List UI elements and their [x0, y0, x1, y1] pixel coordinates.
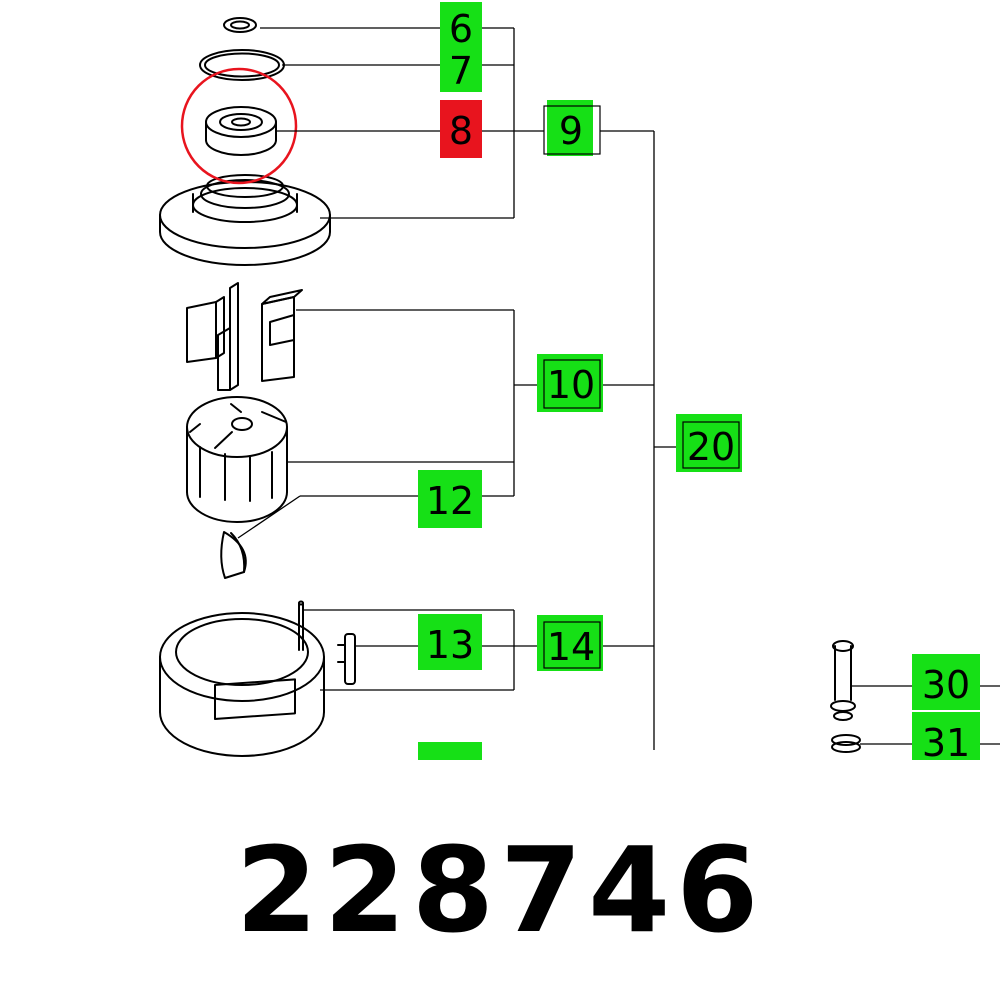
part-number-label: 228746 [235, 821, 765, 959]
small-fitting-drawing [337, 633, 356, 685]
spring-washer-drawing [831, 734, 861, 753]
callout-label-31: 31 [912, 712, 980, 760]
highlight-circle [180, 67, 298, 185]
callout-label-13: 13 [418, 614, 482, 670]
ball-bearing-drawing [205, 106, 277, 156]
svg-text:30: 30 [922, 663, 970, 707]
callout-label-8: 8 [440, 100, 482, 158]
svg-text:13: 13 [426, 623, 474, 667]
woodruff-key-drawing [220, 531, 247, 579]
callout-label-6: 6 [440, 2, 482, 51]
exploded-parts-diagram: 6 7 8 9 10 12 13 14 20 30 31 [159, 2, 1000, 760]
svg-text:12: 12 [426, 479, 474, 523]
svg-text:31: 31 [922, 721, 970, 760]
callout-label-7: 7 [440, 44, 482, 93]
callout-label-10: 10 [537, 354, 603, 412]
retaining-clip-drawing [223, 17, 257, 33]
svg-text:9: 9 [559, 109, 583, 153]
svg-text:8: 8 [449, 109, 473, 153]
svg-text:7: 7 [449, 49, 473, 93]
callout-label-30: 30 [912, 654, 980, 710]
callout-label-12: 12 [418, 470, 482, 528]
svg-text:14: 14 [547, 625, 595, 669]
svg-text:6: 6 [449, 7, 473, 51]
callout-label-14: 14 [537, 615, 603, 671]
callout-label-cut-off [418, 742, 482, 760]
rotor-vanes-drawing [186, 282, 303, 391]
rotor-drawing [186, 396, 288, 523]
svg-text:10: 10 [547, 363, 595, 407]
pump-housing-drawing [159, 600, 325, 757]
callout-label-9: 9 [543, 100, 601, 156]
callout-label-20: 20 [676, 414, 742, 472]
svg-text:20: 20 [687, 425, 735, 469]
guide-pin-drawing [830, 640, 856, 721]
bearing-flange-drawing [159, 174, 331, 266]
leader-lines [237, 27, 1000, 750]
